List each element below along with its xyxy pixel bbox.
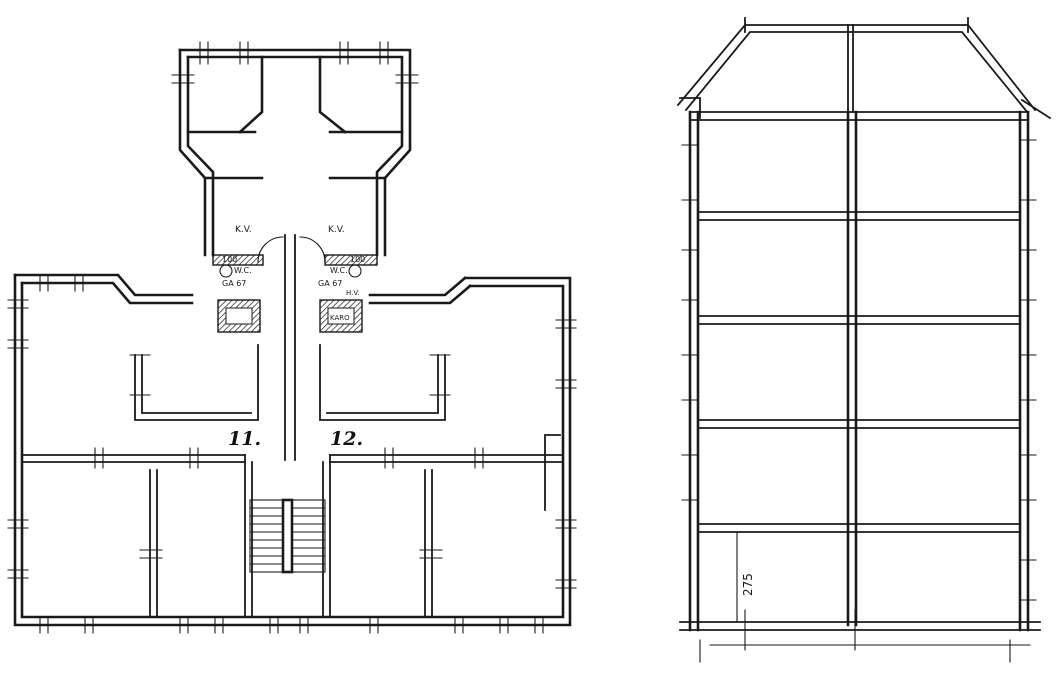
north-wing bbox=[178, 48, 412, 257]
staircase bbox=[249, 498, 326, 574]
plan-labels: 11. 12. K.V. K.V. W.C. W.C. 100 100 GA 6… bbox=[222, 225, 365, 450]
dimension-label-275: 275 bbox=[741, 573, 755, 596]
roof bbox=[676, 17, 1052, 120]
building-section: 275 bbox=[676, 17, 1052, 663]
outer-walls bbox=[13, 273, 572, 627]
apartment-label-12: 12. bbox=[330, 428, 363, 450]
wc-label-left: W.C. bbox=[234, 266, 252, 275]
section-walls bbox=[688, 110, 1030, 632]
dimension-label-right: 100 bbox=[350, 255, 365, 264]
floor-plan: 11. 12. K.V. K.V. W.C. W.C. 100 100 GA 6… bbox=[7, 41, 577, 634]
room-label-kv-left: K.V. bbox=[235, 225, 252, 235]
service-shafts bbox=[212, 254, 378, 333]
dimension-label-left: 100 bbox=[222, 255, 237, 264]
hv-label-right: H.V. bbox=[346, 289, 359, 297]
section-ticks bbox=[681, 139, 1037, 663]
room-label-kv-right: K.V. bbox=[328, 225, 345, 235]
wc-label-right: W.C. bbox=[330, 266, 348, 275]
window-ticks bbox=[7, 41, 577, 634]
apartment-label-11: 11. bbox=[228, 428, 261, 450]
door-swings bbox=[219, 236, 362, 278]
ga-label-right: GA 67 bbox=[318, 279, 342, 288]
floor-slabs bbox=[679, 111, 1041, 631]
karo-label-right: KARO bbox=[330, 314, 350, 322]
ga-label-left: GA 67 bbox=[222, 279, 246, 288]
section-dimension: 275 bbox=[736, 531, 755, 623]
